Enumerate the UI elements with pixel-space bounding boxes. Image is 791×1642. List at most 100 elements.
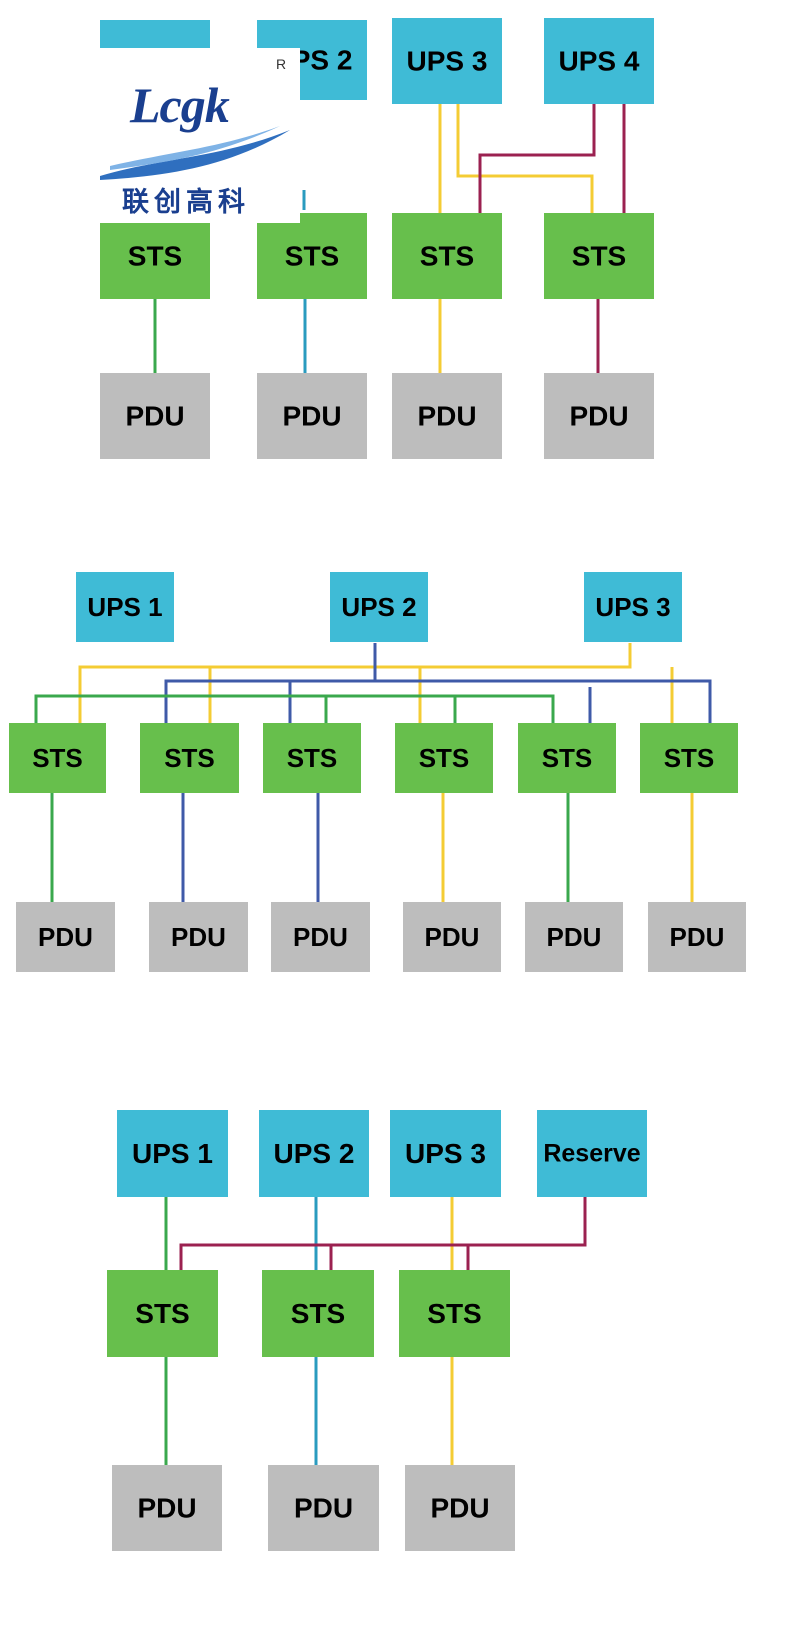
d1-pdu-1: PDU	[100, 373, 210, 459]
d1-pdu-3-shape	[392, 373, 502, 459]
d2-sts-6-shape	[640, 723, 738, 793]
d3-pdu-2: PDU	[268, 1465, 379, 1551]
d3-sts-3-shape	[399, 1270, 510, 1357]
d2-sts-1: STS	[9, 723, 106, 793]
d3-sts-1: STS	[107, 1270, 218, 1357]
d3-sts-1-shape	[107, 1270, 218, 1357]
d1-sts-3-shape	[392, 213, 502, 299]
d2-pdu-4-label: PDU	[425, 922, 480, 952]
d2-sts-2-shape	[140, 723, 239, 793]
d2-bus-yellow	[78, 643, 632, 723]
d3-ups-2-label: UPS 2	[274, 1138, 355, 1169]
d3-ups-4: Reserve	[537, 1110, 647, 1197]
d2-pdu-5-shape	[525, 902, 623, 972]
d3-ups-1: UPS 1	[117, 1110, 228, 1197]
d2-sts-2-label: STS	[164, 743, 215, 773]
d2-pdu-5: PDU	[525, 902, 623, 972]
logo-swoosh-icon	[100, 126, 290, 180]
d1-pdu-2-label: PDU	[282, 401, 341, 432]
d2-bus-green	[34, 694, 555, 723]
wiring-layer	[34, 100, 712, 1465]
d2-pdu-1: PDU	[16, 902, 115, 972]
d1-pdu-2-shape	[257, 373, 367, 459]
d2-sts-4-label: STS	[419, 743, 470, 773]
d3-pdu-2-shape	[268, 1465, 379, 1551]
d1-ups-3: UPS 3	[392, 18, 502, 104]
d2-sts-4: STS	[395, 723, 493, 793]
d1-pdu-1-label: PDU	[125, 401, 184, 432]
d2-ups-1-label: UPS 1	[87, 592, 162, 622]
d2-pdu-2-shape	[149, 902, 248, 972]
d3-pdu-2-label: PDU	[294, 1493, 353, 1524]
d3-ups-1-label: UPS 1	[132, 1138, 213, 1169]
company-logo: Lcgk R 联创高科	[100, 48, 300, 223]
d1-pdu-3-label: PDU	[417, 401, 476, 432]
d2-sts-1-label: STS	[32, 743, 83, 773]
d2-pdu-5-label: PDU	[547, 922, 602, 952]
d1-ups-4: UPS 4	[544, 18, 654, 104]
d2-pdu-6-shape	[648, 902, 746, 972]
d2-ups-3: UPS 3	[584, 572, 682, 642]
d1-sts-2-shape	[257, 213, 367, 299]
d3-ups-3: UPS 3	[390, 1110, 501, 1197]
d3-ups-3-label: UPS 3	[405, 1138, 486, 1169]
d2-sts-6: STS	[640, 723, 738, 793]
d2-pdu-6: PDU	[648, 902, 746, 972]
d2-ups-1-shape	[76, 572, 174, 642]
d3-sts-3: STS	[399, 1270, 510, 1357]
d2-sts-3-label: STS	[287, 743, 338, 773]
d2-ups-3-shape	[584, 572, 682, 642]
d2-ups-2: UPS 2	[330, 572, 428, 642]
d3-ups-4-label: Reserve	[543, 1140, 640, 1168]
d2-pdu-1-shape	[16, 902, 115, 972]
d1-ups-3-label: UPS 3	[407, 46, 488, 77]
d1-sts-4: STS	[544, 213, 654, 299]
d2-sts-2: STS	[140, 723, 239, 793]
d2-sts-3: STS	[263, 723, 361, 793]
d1-wire-ups4-sts3	[478, 100, 596, 215]
d3-ups-3-shape	[390, 1110, 501, 1197]
d3-ups-2-shape	[259, 1110, 369, 1197]
d3-pdu-1: PDU	[112, 1465, 222, 1551]
d2-ups-2-label: UPS 2	[341, 592, 416, 622]
d1-pdu-4-shape	[544, 373, 654, 459]
d3-pdu-3: PDU	[405, 1465, 515, 1551]
d2-ups-3-label: UPS 3	[595, 592, 670, 622]
d3-pdu-3-label: PDU	[430, 1493, 489, 1524]
d1-sts-1-label: STS	[128, 241, 182, 272]
d2-sts-3-shape	[263, 723, 361, 793]
d2-sts-5-shape	[518, 723, 616, 793]
d1-ups-4-shape	[544, 18, 654, 104]
d3-sts-3-label: STS	[427, 1298, 481, 1329]
d1-pdu-4: PDU	[544, 373, 654, 459]
d3-sts-2: STS	[262, 1270, 374, 1357]
d1-wire-ups3-sts4	[456, 100, 594, 215]
d3-sts-1-label: STS	[135, 1298, 189, 1329]
d3-pdu-3-shape	[405, 1465, 515, 1551]
d2-pdu-4-shape	[403, 902, 501, 972]
d3-sts-2-shape	[262, 1270, 374, 1357]
d2-pdu-3-shape	[271, 902, 370, 972]
d2-pdu-2-label: PDU	[171, 922, 226, 952]
d2-bus-blue	[373, 643, 712, 723]
d1-sts-2: STS	[257, 213, 367, 299]
d1-sts-4-label: STS	[572, 241, 626, 272]
d1-sts-2-label: STS	[285, 241, 339, 272]
d2-pdu-6-label: PDU	[670, 922, 725, 952]
logo-subtitle: 联创高科	[122, 187, 250, 218]
d1-sts-3-label: STS	[420, 241, 474, 272]
d3-ups-2: UPS 2	[259, 1110, 369, 1197]
d1-pdu-2: PDU	[257, 373, 367, 459]
d1-sts-4-shape	[544, 213, 654, 299]
d2-sts-6-label: STS	[664, 743, 715, 773]
d2-sts-5: STS	[518, 723, 616, 793]
logo-wordmark: Lcgk	[130, 77, 230, 133]
d3-ups-4-shape	[537, 1110, 647, 1197]
d3-pdu-1-shape	[112, 1465, 222, 1551]
d1-pdu-3: PDU	[392, 373, 502, 459]
d3-pdu-1-label: PDU	[137, 1493, 196, 1524]
d1-sts-1-shape	[100, 213, 210, 299]
d1-sts-3: STS	[392, 213, 502, 299]
d2-pdu-3-label: PDU	[293, 922, 348, 952]
